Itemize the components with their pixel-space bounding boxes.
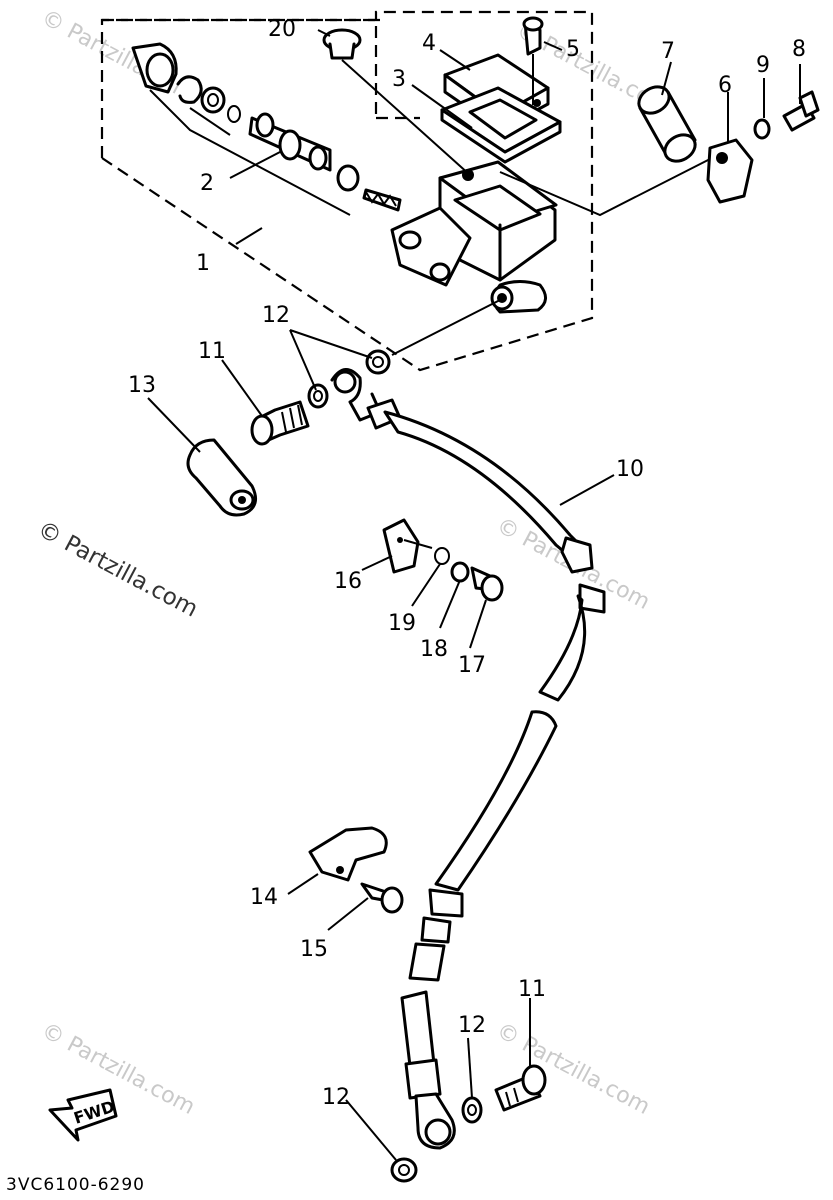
callout-19[interactable]: 19: [388, 611, 416, 636]
callout-15[interactable]: 15: [300, 937, 328, 962]
callout-6[interactable]: 6: [718, 73, 732, 98]
callout-10[interactable]: 10: [616, 457, 644, 482]
callout-18[interactable]: 18: [420, 637, 448, 662]
clamp-14: [308, 826, 388, 882]
holder-6: [706, 138, 754, 204]
callout-11-upper[interactable]: 11: [198, 339, 226, 364]
watermark-dark: © Partzilla.com: [33, 516, 202, 622]
callout-12-lower[interactable]: 12: [322, 1085, 350, 1110]
piston-kit: [131, 42, 402, 216]
circlip: [176, 75, 203, 104]
cap-20: [322, 28, 471, 176]
callout-12-upper[interactable]: 12: [262, 303, 290, 328]
callout-20[interactable]: 20: [268, 17, 296, 42]
cup: [336, 164, 360, 192]
brake-hose: [330, 368, 606, 1150]
clamp-16: [382, 518, 420, 574]
callout-3[interactable]: 3: [392, 67, 406, 92]
callout-14[interactable]: 14: [250, 885, 278, 910]
callout-1[interactable]: 1: [196, 251, 210, 276]
watermark: © Partzilla.com: [37, 1018, 199, 1120]
clamp-mount: [390, 206, 472, 287]
assembly-outlines: [100, 10, 594, 372]
callout-5[interactable]: 5: [566, 37, 580, 62]
washer-19: [434, 547, 450, 565]
callout-13[interactable]: 13: [128, 373, 156, 398]
callout-11-lower[interactable]: 11: [518, 977, 546, 1002]
callout-9[interactable]: 9: [756, 53, 770, 78]
fwd-arrow: FWD: [48, 1088, 118, 1142]
callout-4[interactable]: 4: [422, 31, 436, 56]
callout-16[interactable]: 16: [334, 569, 362, 594]
upper-fittings: [186, 299, 501, 517]
callout-numbers: 1 2 3 4 5 6 7 8 9 10 11 11 12 12 12 13 1…: [128, 17, 806, 1110]
callout-8[interactable]: 8: [792, 37, 806, 62]
fwd-arrow-icon: [48, 1088, 118, 1142]
reservoir-cover-group: [440, 16, 562, 164]
lower-fittings: [390, 1064, 547, 1183]
callout-2[interactable]: 2: [200, 171, 214, 196]
washer-9: [753, 118, 771, 140]
clamp-lower: [308, 826, 404, 914]
callout-7[interactable]: 7: [661, 39, 675, 64]
callout-17[interactable]: 17: [458, 653, 486, 678]
callout-12-middle[interactable]: 12: [458, 1013, 486, 1038]
clamp-upper: [382, 518, 504, 602]
washer-18: [450, 561, 470, 583]
callout-leaders: [147, 29, 801, 1161]
master-cylinder: [390, 157, 713, 314]
diagram-code: 3VC6100-6290: [6, 1175, 145, 1195]
lever-holder-group: [637, 85, 820, 204]
